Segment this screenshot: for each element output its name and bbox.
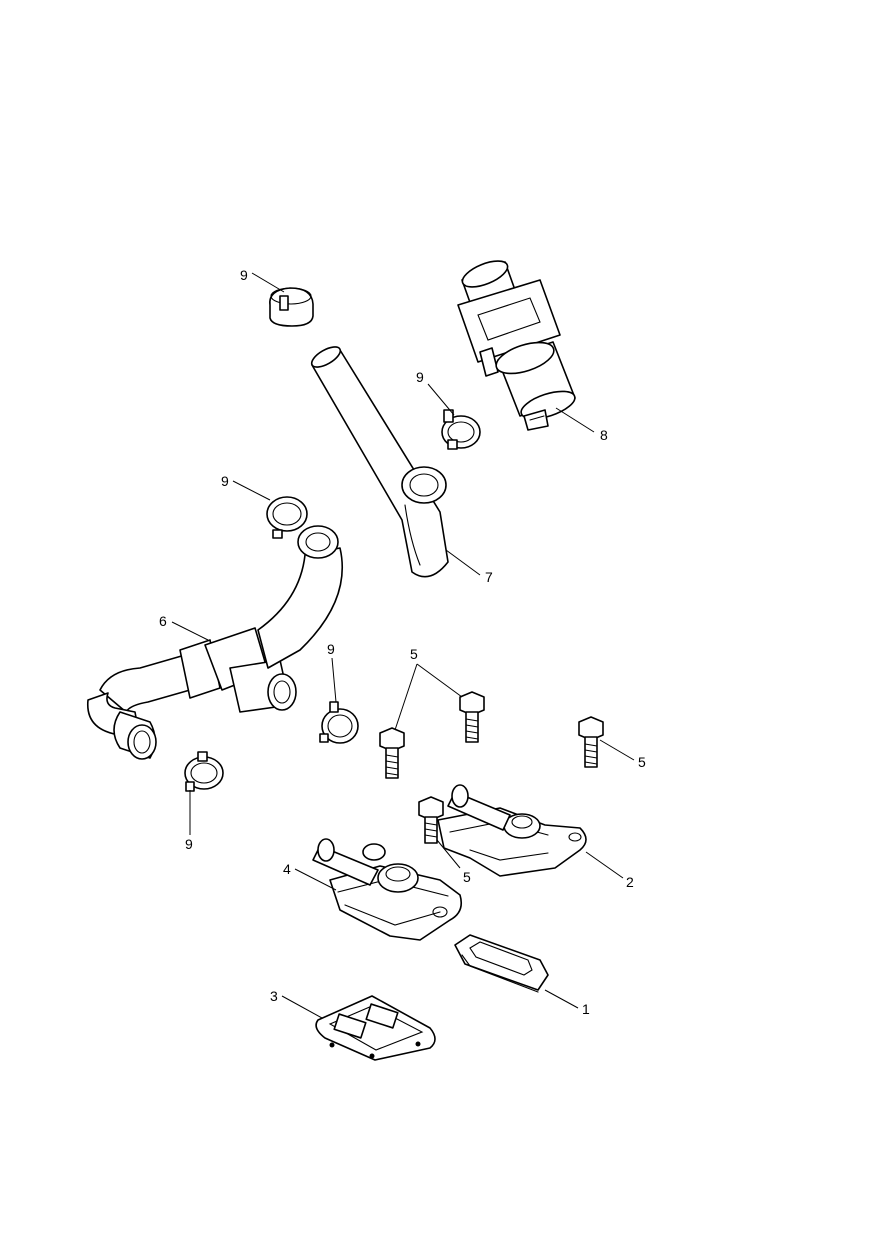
part-gasket — [454, 934, 549, 993]
leader-lines — [171, 272, 635, 1019]
part-y-branch-hose — [87, 525, 344, 760]
callout-8: 8 — [600, 427, 608, 443]
part-cover-plate-lower — [312, 838, 463, 941]
callout-1: 1 — [582, 1001, 590, 1017]
callout-9-bottom: 9 — [185, 836, 193, 852]
part-hose-clip-e — [184, 751, 224, 792]
callout-9-top: 9 — [240, 267, 248, 283]
callout-7: 7 — [485, 569, 493, 585]
part-bolt-c — [578, 716, 604, 768]
callout-labels: 9 9 8 9 7 6 9 5 5 9 5 2 4 3 1 — [159, 267, 646, 1017]
part-reed-valve-plate — [315, 995, 436, 1061]
part-hose-clip-c — [266, 496, 308, 539]
callout-4: 4 — [283, 861, 291, 877]
part-hose-clip-a — [269, 287, 314, 327]
part-bolt-d — [418, 796, 444, 844]
part-thermostat-housing — [457, 260, 576, 431]
callout-2: 2 — [626, 874, 634, 890]
part-bolt-b — [459, 691, 485, 743]
callout-9-left: 9 — [221, 473, 229, 489]
part-hose-clip-d — [319, 701, 359, 744]
callout-5-right: 5 — [638, 754, 646, 770]
callout-9-upper-right: 9 — [416, 369, 424, 385]
callout-9-middle: 9 — [327, 641, 335, 657]
callout-6: 6 — [159, 613, 167, 629]
part-cover-plate-upper — [437, 784, 587, 877]
callout-5-lower: 5 — [463, 869, 471, 885]
callout-5-top: 5 — [410, 646, 418, 662]
part-hose-clip-b — [441, 409, 481, 450]
callout-3: 3 — [270, 988, 278, 1004]
part-bolt-a — [379, 727, 405, 779]
part-upper-hose — [310, 346, 449, 578]
